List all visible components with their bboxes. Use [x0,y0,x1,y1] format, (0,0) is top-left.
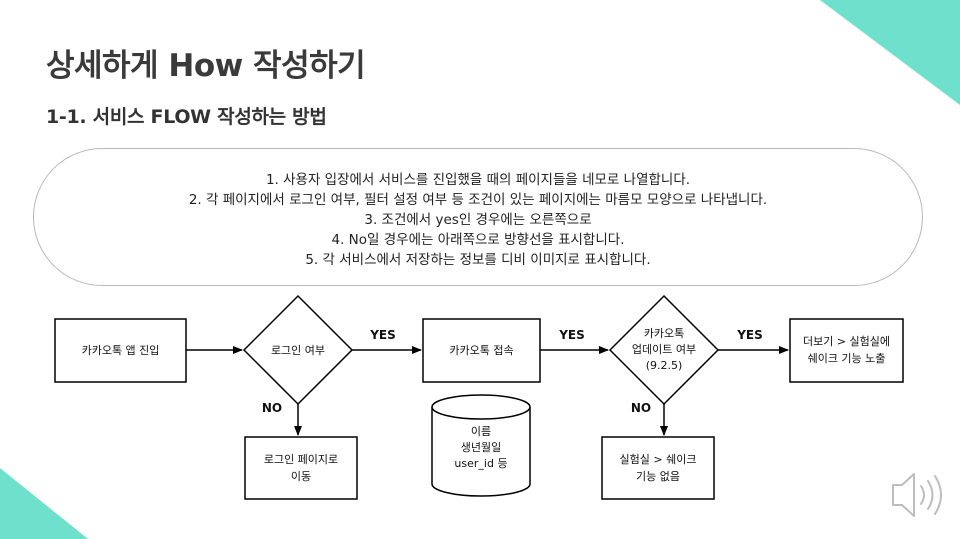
page-title: 상세하게 How 작성하기 [46,48,366,84]
step-item: 2. 각 페이지에서 로그인 여부, 필터 설정 여부 등 조건이 있는 페이지… [188,192,768,208]
edge-label-no-2: NO [631,401,651,415]
step-item: 1. 사용자 입장에서 서비스를 진입했을 때의 페이지들을 네모로 나열합니다… [265,172,691,188]
node-update-condition: 카카오톡 업데이트 여부 (9.2.5) [608,294,720,406]
node-result-yes-label-2: 쉐이크 기능 노출 [808,352,886,365]
node-result-yes: 더보기 > 실험실에 쉐이크 기능 노출 [789,318,904,383]
node-result-no: 실험실 > 쉐이크 기능 없음 [601,436,715,500]
step-item: 4. No일 경우에는 아래쪽으로 방향선을 표시합니다. [331,232,625,248]
node-update-condition-label-2: 업데이트 여부 [632,343,696,356]
node-database-label-1: 이름 [471,425,491,438]
section-subtitle: 1-1. 서비스 FLOW 작성하는 방법 [46,106,327,128]
speaker-icon[interactable] [892,473,942,517]
steps-list: 1. 사용자 입장에서 서비스를 진입했을 때의 페이지들을 네모로 나열합니다… [33,170,923,270]
node-login-condition: 로그인 여부 [242,294,354,406]
edge-label-yes-2: YES [558,328,585,342]
node-start-label: 카카오톡 앱 진입 [82,344,160,357]
node-update-condition-label-1: 카카오톡 [644,327,684,340]
step-item: 5. 각 서비스에서 저장하는 정보를 디비 이미지로 표시합니다. [305,252,651,268]
edge-label-yes-1: YES [369,328,396,342]
step-item: 3. 조건에서 yes인 경우에는 오른쪽으로 [364,212,592,228]
node-login-condition-label: 로그인 여부 [271,344,325,357]
node-database-label-2: 생년월일 [461,440,501,454]
steps-container [33,148,923,286]
node-result-no-label-2: 기능 없음 [636,470,680,483]
node-kakao-access: 카카오톡 접속 [422,318,541,383]
node-database-label-3: user_id 등 [454,457,507,470]
node-kakao-access-label: 카카오톡 접속 [449,344,513,357]
node-result-yes-label-1: 더보기 > 실험실에 [803,335,890,348]
edge-label-no-1: NO [262,401,282,415]
node-login-page-label-1: 로그인 페이지로 [264,453,338,466]
node-update-condition-label-3: (9.2.5) [646,359,683,372]
node-start: 카카오톡 앱 진입 [54,318,187,383]
node-result-no-label-1: 실험실 > 쉐이크 [620,453,697,466]
node-database: 이름 생년월일 user_id 등 [431,394,531,497]
node-login-page: 로그인 페이지로 이동 [244,436,358,500]
node-login-page-label-2: 이동 [291,470,311,483]
edge-label-yes-3: YES [736,328,763,342]
